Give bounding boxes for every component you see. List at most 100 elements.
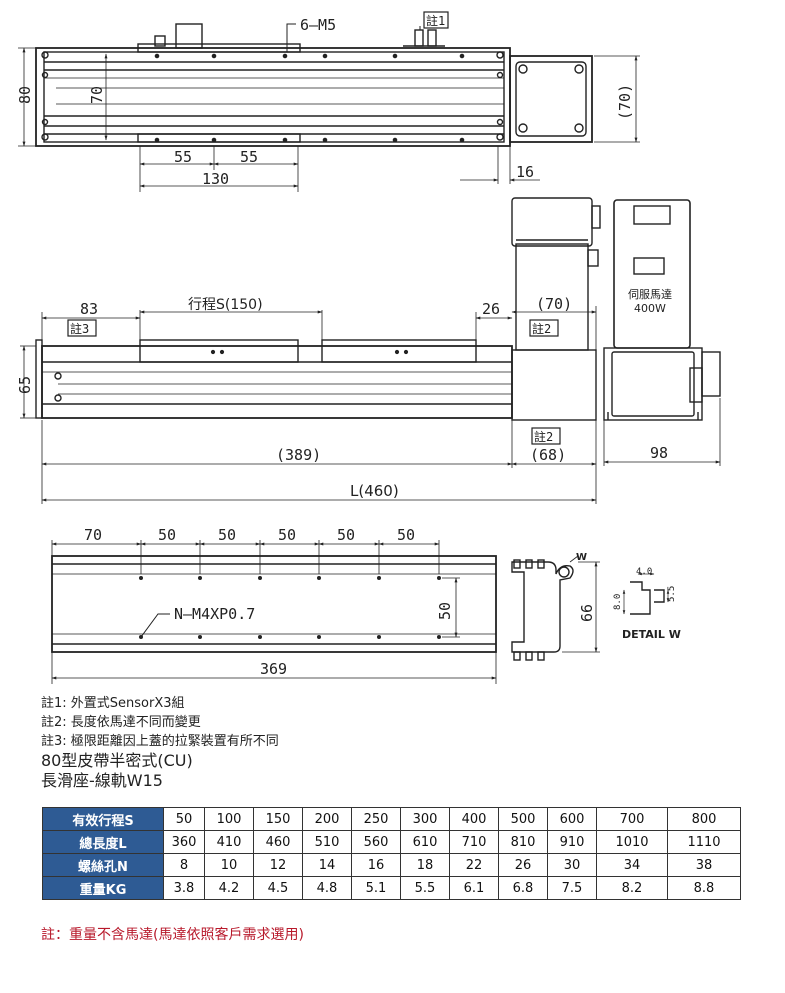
dim-26: 26 bbox=[482, 300, 500, 318]
table-cell: 8 bbox=[163, 853, 205, 877]
total-length: L(460) bbox=[350, 482, 399, 500]
table-cell: 410 bbox=[204, 830, 254, 854]
table-cell: 16 bbox=[351, 853, 401, 877]
pitch-4: 50 bbox=[337, 526, 355, 544]
table-row: 重量KG 3.8 4.2 4.5 4.8 5.1 5.5 6.1 6.8 7.5… bbox=[42, 876, 741, 900]
motor-height: (70) bbox=[616, 84, 634, 120]
table-cell: 1110 bbox=[667, 830, 741, 854]
pitch-0: 70 bbox=[84, 526, 102, 544]
top-hole-callout: 6–M5 bbox=[300, 16, 336, 34]
table-cell: 710 bbox=[449, 830, 499, 854]
pitch-a: 55 bbox=[174, 148, 192, 166]
table-cell: 14 bbox=[302, 853, 352, 877]
dim-389: (389) bbox=[276, 446, 321, 464]
pitch-2: 50 bbox=[218, 526, 236, 544]
detail-title: DETAIL W bbox=[622, 628, 681, 641]
table-cell: 6.1 bbox=[449, 876, 499, 900]
table-cell: 150 bbox=[253, 807, 303, 831]
table-cell: 22 bbox=[449, 853, 499, 877]
bottom-view bbox=[51, 540, 670, 684]
note2-tag-b-box bbox=[531, 427, 561, 445]
spec-table: 有效行程S 50 100 150 200 250 300 400 500 600… bbox=[42, 807, 741, 900]
detail-80: 8.0 bbox=[613, 594, 623, 610]
table-cell: 300 bbox=[400, 807, 450, 831]
table-cell: 4.8 bbox=[302, 876, 352, 900]
note2-tag-box bbox=[529, 319, 559, 337]
table-row: 總長度L 360 410 460 510 560 610 710 810 910… bbox=[42, 830, 741, 854]
table-cell: 38 bbox=[667, 853, 741, 877]
row-label: 有效行程S bbox=[42, 807, 164, 831]
table-row: 有效行程S 50 100 150 200 250 300 400 500 600… bbox=[42, 807, 741, 831]
length-369: 369 bbox=[260, 660, 287, 678]
table-cell: 6.8 bbox=[498, 876, 548, 900]
note-1: 註1: 外置式SensorX3組 bbox=[41, 696, 185, 711]
top-view bbox=[18, 23, 640, 192]
stroke-label: 行程S(150) bbox=[188, 297, 263, 313]
table-cell: 4.5 bbox=[253, 876, 303, 900]
width-98: 98 bbox=[650, 444, 668, 462]
pitch-5: 50 bbox=[397, 526, 415, 544]
table-cell: 26 bbox=[498, 853, 548, 877]
model-subtitle: 長滑座-線軌W15 bbox=[41, 771, 163, 790]
servo-label: 伺服馬達 bbox=[628, 288, 672, 301]
table-cell: 3.8 bbox=[163, 876, 205, 900]
row-label: 重量KG bbox=[42, 876, 164, 900]
profile-w: W bbox=[576, 552, 587, 563]
profile-66: 66 bbox=[578, 604, 596, 622]
note3-tag: 註3 bbox=[70, 322, 89, 336]
top-height-70: 70 bbox=[88, 86, 106, 104]
table-cell: 200 bbox=[302, 807, 352, 831]
table-cell: 5.5 bbox=[400, 876, 450, 900]
table-cell: 700 bbox=[596, 807, 668, 831]
table-cell: 250 bbox=[351, 807, 401, 831]
table-cell: 18 bbox=[400, 853, 450, 877]
table-cell: 10 bbox=[204, 853, 254, 877]
servo-power: 400W bbox=[634, 302, 666, 315]
drawing-canvas: 6–M5 註1 80 70 (70) 55 55 130 16 83 行程S(1… bbox=[16, 11, 721, 684]
row-label: 總長度L bbox=[42, 830, 164, 854]
table-cell: 7.5 bbox=[547, 876, 597, 900]
detail-55: 5.5 bbox=[667, 586, 677, 602]
table-cell: 910 bbox=[547, 830, 597, 854]
table-cell: 12 bbox=[253, 853, 303, 877]
dim-83: 83 bbox=[80, 300, 98, 318]
note-2: 註2: 長度依馬達不同而變更 bbox=[41, 715, 201, 730]
model-title: 80型皮帶半密式(CU) bbox=[41, 751, 193, 770]
table-cell: 360 bbox=[163, 830, 205, 854]
table-cell: 400 bbox=[449, 807, 499, 831]
side-view bbox=[20, 197, 721, 504]
dim-70p: (70) bbox=[536, 295, 572, 313]
pitch-1: 50 bbox=[158, 526, 176, 544]
table-cell: 810 bbox=[498, 830, 548, 854]
dim-68: (68) bbox=[530, 446, 566, 464]
table-cell: 8.8 bbox=[667, 876, 741, 900]
note1-tag-box bbox=[423, 11, 449, 29]
table-cell: 1010 bbox=[596, 830, 668, 854]
width-50: 50 bbox=[436, 602, 454, 620]
note1-tag: 註1 bbox=[426, 14, 445, 28]
bottom-hole-callout: N–M4XP0.7 bbox=[174, 605, 255, 623]
detail-40: 4.0 bbox=[636, 567, 652, 577]
table-cell: 4.2 bbox=[204, 876, 254, 900]
top-height-80: 80 bbox=[16, 86, 34, 104]
notes-block: 註1: 外置式SensorX3組 註2: 長度依馬達不同而變更 註3: 極限距離… bbox=[41, 694, 279, 791]
table-row: 螺絲孔N 8 10 12 14 16 18 22 26 30 34 38 bbox=[42, 853, 741, 877]
footnote: 註：重量不含馬達(馬達依照客戶需求選用) bbox=[41, 927, 304, 943]
table-cell: 560 bbox=[351, 830, 401, 854]
side-height-65: 65 bbox=[16, 376, 34, 394]
table-cell: 100 bbox=[204, 807, 254, 831]
table-cell: 460 bbox=[253, 830, 303, 854]
table-cell: 500 bbox=[498, 807, 548, 831]
note-3: 註3: 極限距離因上蓋的拉緊裝置有所不同 bbox=[41, 734, 279, 749]
offset-16: 16 bbox=[516, 163, 534, 181]
note3-tag-box bbox=[67, 319, 97, 337]
note2-tag: 註2 bbox=[532, 322, 551, 336]
row-label: 螺絲孔N bbox=[42, 853, 164, 877]
table-cell: 510 bbox=[302, 830, 352, 854]
table-cell: 5.1 bbox=[351, 876, 401, 900]
table-cell: 50 bbox=[163, 807, 205, 831]
table-cell: 8.2 bbox=[596, 876, 668, 900]
table-cell: 800 bbox=[667, 807, 741, 831]
pitch-3: 50 bbox=[278, 526, 296, 544]
note2-tag-b: 註2 bbox=[534, 430, 553, 444]
